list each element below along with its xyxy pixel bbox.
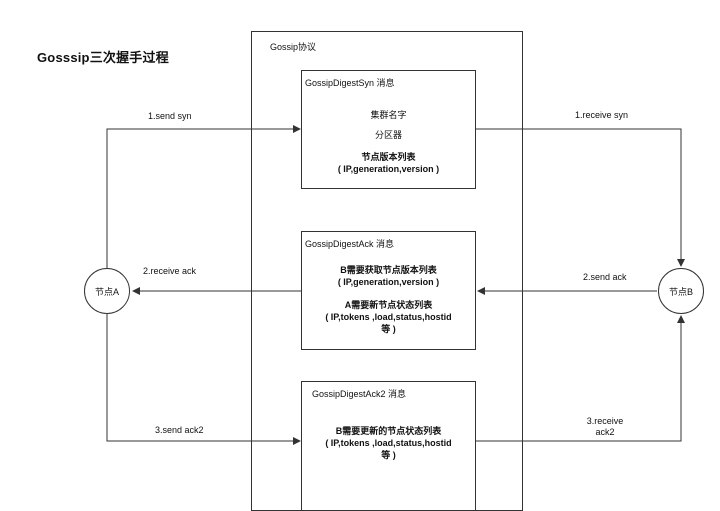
- label-send-ack: 2.send ack: [583, 272, 627, 282]
- ack-line-4: ( IP,tokens ,load,status,hostid: [325, 312, 452, 322]
- page-title: Gosssip三次握手过程: [37, 50, 169, 65]
- syn-line-2: 分区器: [374, 130, 402, 140]
- ack-message-box: GossipDigestAck 消息 B需要获取节点版本列表 ( IP,gene…: [301, 231, 476, 350]
- syn-line-4: ( IP,generation,version ): [337, 164, 440, 174]
- label-receive-ack2: 3.receive ack2: [583, 416, 627, 438]
- edge-receive-ack2: [476, 315, 685, 442]
- ack2-line-1: B需要更新的节点状态列表: [335, 426, 442, 436]
- syn-box-title: GossipDigestSyn 消息: [305, 78, 395, 88]
- frame-label: Gossip协议: [270, 42, 317, 52]
- label-receive-ack: 2.receive ack: [143, 266, 197, 276]
- label-send-ack2: 3.send ack2: [155, 425, 204, 435]
- ack-line-5: 等 ): [381, 324, 396, 334]
- syn-message-box: GossipDigestSyn 消息 集群名字 分区器 节点版本列表 ( IP,…: [301, 70, 476, 189]
- node-a: 节点A: [84, 268, 130, 314]
- ack-box-title: GossipDigestAck 消息: [305, 239, 395, 249]
- node-a-label: 节点A: [94, 286, 119, 297]
- node-b: 节点B: [658, 268, 704, 314]
- connector-lines: [106, 125, 685, 445]
- ack2-message-box: GossipDigestAck2 消息 B需要更新的节点状态列表 ( IP,to…: [301, 381, 476, 511]
- edge-send-syn: [106, 125, 301, 268]
- label-send-syn: 1.send syn: [148, 111, 192, 121]
- ack-line-1: B需要获取节点版本列表: [340, 265, 437, 275]
- edge-send-ack2: [106, 314, 301, 445]
- node-b-label: 节点B: [668, 286, 693, 297]
- label-receive-syn: 1.receive syn: [575, 110, 629, 120]
- ack-line-2: ( IP,generation,version ): [337, 277, 440, 287]
- label-receive-ack2-line2: ack2: [595, 427, 615, 437]
- ack2-line-2: ( IP,tokens ,load,status,hostid: [325, 438, 452, 448]
- syn-line-3: 节点版本列表: [361, 152, 416, 162]
- edge-receive-syn: [476, 128, 685, 267]
- ack2-line-3: 等 ): [381, 450, 396, 460]
- ack-line-3: A需要新节点状态列表: [344, 300, 433, 310]
- label-receive-ack2-line1: 3.receive: [586, 416, 624, 426]
- syn-line-1: 集群名字: [370, 110, 407, 120]
- ack2-box-title: GossipDigestAck2 消息: [312, 389, 407, 399]
